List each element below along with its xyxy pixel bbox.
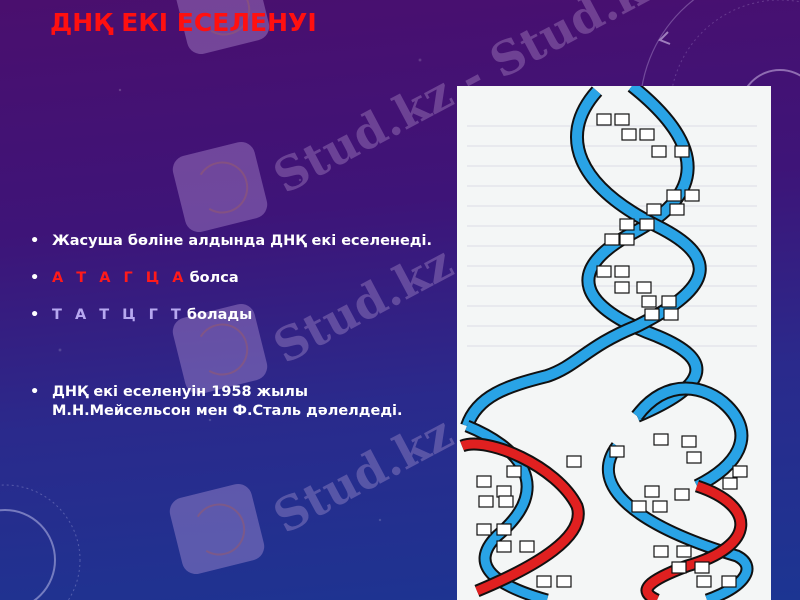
decorative-rings-bottom-left: [0, 484, 81, 600]
bullet-item: А Т А Г Ц А болса: [30, 269, 450, 288]
bullet-line-2: М.Н.Мейсельсон мен Ф.Сталь дәлелдеді.: [52, 403, 403, 419]
dna-helix-illustration: [459, 86, 757, 600]
watermark-logo: [166, 480, 268, 578]
bullet-list: Жасуша бөліне алдында ДНҚ екі еселенеді.…: [30, 232, 450, 439]
bullet-line-1: ДНҚ екі еселенуін 1958 жылы: [52, 384, 308, 400]
slide-title: ДНҚ ЕКІ ЕСЕЛЕНУІ: [50, 8, 317, 37]
complementary-base-sequence: Т А Т Ц Г Т: [52, 307, 182, 323]
red-base-sequence: А Т А Г Ц А: [52, 270, 185, 286]
bullet-item: ДНҚ екі еселенуін 1958 жылы М.Н.Мейсельс…: [30, 383, 450, 421]
watermark-logo: [169, 138, 271, 236]
bullet-item: Т А Т Ц Г Т болады: [30, 306, 450, 325]
bullet-suffix: болады: [186, 307, 253, 323]
bullet-item: Жасуша бөліне алдында ДНҚ екі еселенеді.: [30, 232, 450, 251]
dna-replication-figure: [457, 86, 771, 600]
bullet-text: Жасуша бөліне алдында ДНҚ екі еселенеді.: [52, 233, 432, 249]
decorative-rings-top-right: [640, 0, 800, 90]
bullet-suffix: болса: [189, 270, 239, 286]
